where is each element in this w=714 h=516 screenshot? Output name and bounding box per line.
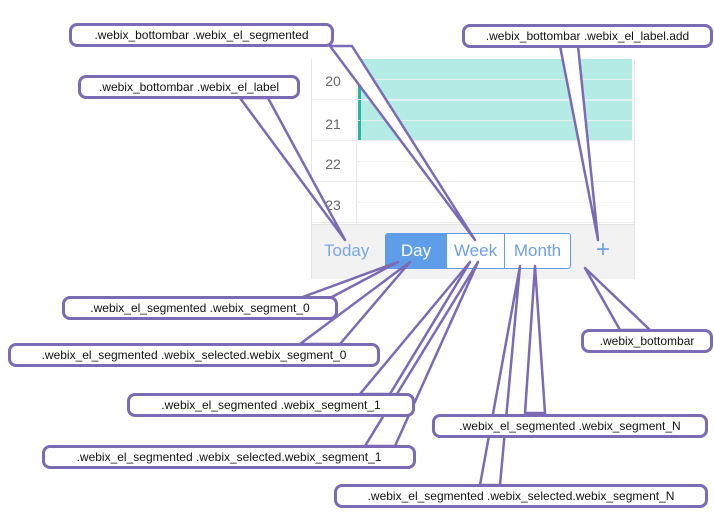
callout-selected-segment-0: .webix_el_segmented .webix_selected.webi… <box>8 343 380 367</box>
half-hour-line <box>358 79 634 80</box>
segment-month[interactable]: Month <box>504 234 570 268</box>
connector-selected-segment-n <box>478 264 522 487</box>
callout-selected-segment-n: .webix_el_segmented .webix_selected.webi… <box>334 484 708 508</box>
add-icon[interactable]: + <box>596 236 611 263</box>
segment-week-label: Week <box>453 241 498 260</box>
hour-label: 21 <box>325 116 341 132</box>
bottombar: Today Day Week Month + <box>312 224 634 279</box>
hour-label: 22 <box>325 156 341 172</box>
segment-day-label: Day <box>400 241 432 260</box>
hour-row-21: 21 <box>312 100 634 141</box>
callout-bottombar: .webix_bottombar <box>581 329 713 353</box>
hour-label: 20 <box>325 73 341 89</box>
today-label[interactable]: Today <box>324 241 370 260</box>
callout-bottombar-label: .webix_bottombar .webix_el_label <box>78 75 300 99</box>
callout-bottombar-segmented: .webix_bottombar .webix_el_segmented <box>69 23 334 47</box>
connector-segment-1 <box>358 260 472 396</box>
scheduler-view: 20 21 22 23 Today Day Week Month + <box>311 59 635 279</box>
event-gridline <box>361 100 632 101</box>
hour-row-22: 22 <box>312 141 634 182</box>
hour-row-20: 20 <box>312 59 634 100</box>
connector-segment-n <box>523 264 547 415</box>
half-hour-line <box>358 161 634 162</box>
callout-segment-1: .webix_el_segmented .webix_segment_1 <box>127 393 415 417</box>
hour-row-23: 23 <box>312 182 634 223</box>
segment-day[interactable]: Day <box>386 234 446 268</box>
half-hour-line <box>358 202 634 203</box>
callout-bottombar-label-add: .webix_bottombar .webix_el_label.add <box>462 24 713 48</box>
callout-selected-segment-1: .webix_el_segmented .webix_selected.webi… <box>42 445 416 469</box>
segment-month-label: Month <box>513 241 562 260</box>
view-segmented-control: Day Week Month <box>385 233 571 269</box>
hour-label: 23 <box>325 197 341 213</box>
callout-segment-n: .webix_el_segmented .webix_segment_N <box>432 414 708 438</box>
callout-segment-0: .webix_el_segmented .webix_segment_0 <box>62 296 338 320</box>
half-hour-line <box>358 120 634 121</box>
segment-week[interactable]: Week <box>446 234 504 268</box>
